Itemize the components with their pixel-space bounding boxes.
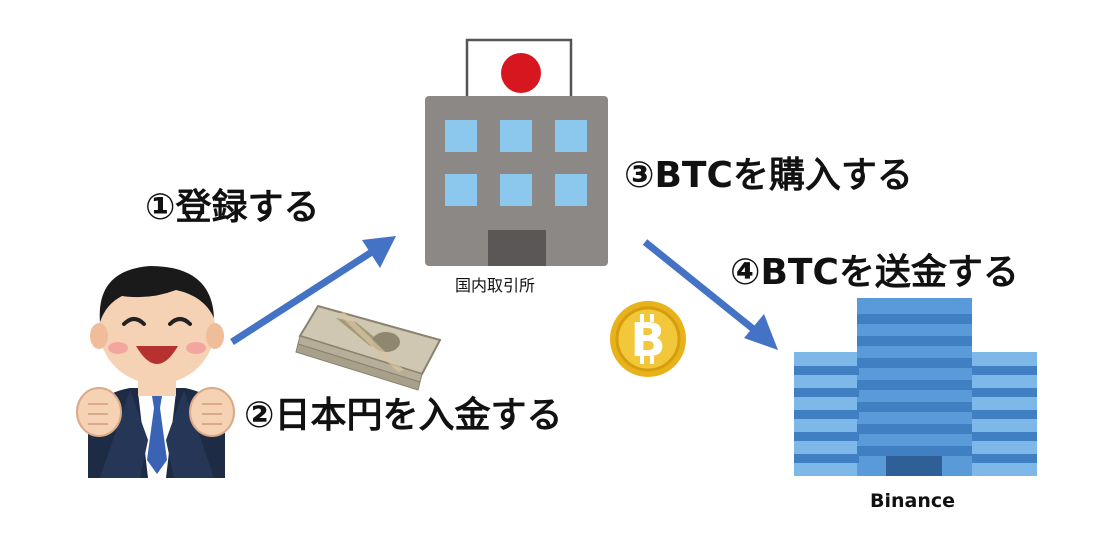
domestic-exchange-label: 国内取引所 <box>455 276 536 295</box>
svg-text:B: B <box>630 313 665 367</box>
office-building-japan-flag-icon <box>425 38 608 266</box>
binance-label: Binance <box>870 490 956 512</box>
step-register-label: ①登録する <box>145 187 320 228</box>
arrow-register <box>230 236 396 345</box>
arrow-send <box>642 239 778 350</box>
blue-office-building-icon <box>794 298 1037 476</box>
step-deposit-label: ②日本円を入金する <box>244 395 563 436</box>
step-send-label: ④BTCを送金する <box>730 252 1019 293</box>
step-buy-label: ③BTCを購入する <box>624 155 913 196</box>
businessman-icon <box>76 266 235 478</box>
yen-banknotes-icon <box>295 304 442 391</box>
bitcoin-coin-icon: B <box>610 301 686 377</box>
